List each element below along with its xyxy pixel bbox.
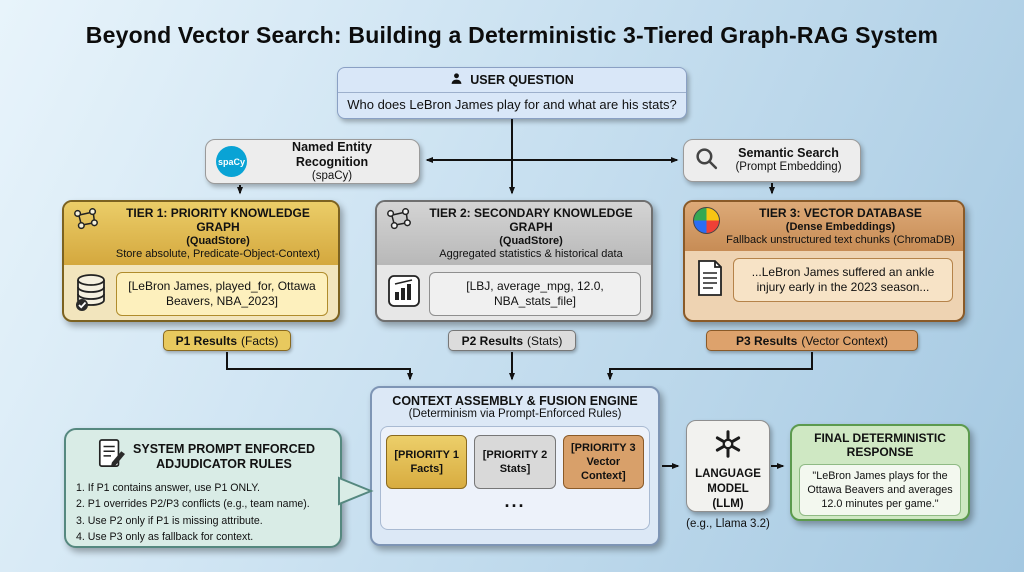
p3-results-badge: P3 Results (Vector Context)	[706, 330, 918, 351]
priority-chip-3: [PRIORITY 3 Vector Context]	[562, 435, 644, 489]
document-icon	[695, 259, 725, 302]
tier2-box: TIER 2: SECONDARY KNOWLEDGE GRAPH (QuadS…	[375, 200, 653, 322]
p1-results-badge: P1 Results (Facts)	[163, 330, 291, 351]
tier2-title: TIER 2: SECONDARY KNOWLEDGE GRAPH	[429, 206, 633, 234]
priority-chip-1-line2: Facts]	[410, 463, 443, 475]
adjudicator-rule-4: 4. Use P3 only as fallback for context.	[76, 531, 254, 544]
fusion-engine-box: CONTEXT ASSEMBLY & FUSION ENGINE (Determ…	[370, 386, 660, 546]
fusion-engine-subtitle: (Determinism via Prompt-Enforced Rules)	[408, 408, 622, 420]
llm-title-line1: LANGUAGE	[695, 468, 761, 480]
adjudicator-title-line1: SYSTEM PROMPT ENFORCED	[133, 441, 315, 456]
note-pencil-icon	[97, 438, 126, 475]
adjudicator-title-line2: ADJUDICATOR RULES	[156, 456, 292, 471]
tier1-box: TIER 1: PRIORITY KNOWLEDGE GRAPH (QuadSt…	[62, 200, 340, 322]
adjudicator-rules-box: SYSTEM PROMPT ENFORCED ADJUDICATOR RULES…	[64, 428, 342, 548]
final-response-title-line1: FINAL DETERMINISTIC	[814, 431, 946, 445]
tier3-title: TIER 3: VECTOR DATABASE	[759, 206, 922, 220]
p2-results-badge: P2 Results (Stats)	[448, 330, 576, 351]
priority-chip-2: [PRIORITY 2 Stats]	[474, 435, 556, 489]
tier2-fact: [LBJ, average_mpg, 12.0, NBA_stats_file]	[429, 271, 641, 316]
fusion-ellipsis: ...	[504, 491, 526, 511]
llm-title-line2: MODEL	[707, 482, 749, 495]
ner-box: spaCy Named Entity Recognition (spaCy)	[205, 139, 420, 184]
priority-chip-3-line1: [PRIORITY 3	[571, 441, 636, 454]
semantic-search-title: Semantic Search	[738, 146, 839, 161]
llm-title-line3: (LLM)	[712, 497, 744, 510]
llm-logo-icon	[712, 428, 744, 465]
p3-results-note: (Vector Context)	[801, 333, 889, 348]
p1-results-label: P1 Results	[175, 333, 237, 348]
p1-results-note: (Facts)	[241, 333, 279, 348]
user-icon	[450, 72, 463, 88]
fusion-panel: [PRIORITY 1 Facts] [PRIORITY 2 Stats] [P…	[380, 426, 650, 530]
knowledge-graph-icon	[385, 207, 413, 238]
llm-box: LANGUAGE MODEL (LLM)	[686, 420, 770, 512]
tier1-fact: [LeBron James, played_for, Ottawa Beaver…	[116, 272, 328, 317]
p3-results-label: P3 Results	[735, 333, 798, 348]
priority-chip-2-line1: [PRIORITY 2	[482, 448, 548, 461]
tier3-box: TIER 3: VECTOR DATABASE (Dense Embedding…	[683, 200, 965, 322]
tier3-description: Fallback unstructured text chunks (Chrom…	[726, 233, 955, 246]
adjudicator-rule-2: 2. P1 overrides P2/P3 conflicts (e.g., t…	[76, 498, 310, 511]
p2-results-note: (Stats)	[527, 333, 563, 348]
final-response-box: FINAL DETERMINISTIC RESPONSE "LeBron Jam…	[790, 424, 970, 521]
page-title: Beyond Vector Search: Building a Determi…	[85, 22, 939, 48]
llm-caption: (e.g., Llama 3.2)	[686, 518, 770, 530]
ner-subtitle: (spaCy)	[311, 169, 353, 182]
tier3-subtitle: (Dense Embeddings)	[785, 220, 896, 233]
priority-chip-2-line2: Stats]	[499, 463, 531, 475]
fusion-engine-title: CONTEXT ASSEMBLY & FUSION ENGINE	[392, 394, 638, 408]
database-check-icon	[74, 272, 108, 317]
adjudicator-rule-1: 1. If P1 contains answer, use P1 ONLY.	[76, 482, 260, 494]
knowledge-graph-icon	[72, 207, 100, 238]
speech-bubble-tail	[338, 476, 374, 506]
semantic-search-box: Semantic Search (Prompt Embedding)	[683, 139, 861, 182]
tier1-description: Store absolute, Predicate-Object-Context…	[115, 247, 321, 260]
semantic-search-subtitle: (Prompt Embedding)	[735, 161, 842, 174]
spacy-logo-icon: spaCy	[216, 146, 247, 177]
tier2-subtitle: (QuadStore)	[499, 234, 563, 247]
adjudicator-rule-3: 3. Use P2 only if P1 is missing attribut…	[76, 514, 263, 527]
user-question-box: USER QUESTION Who does LeBron James play…	[337, 67, 687, 119]
tier3-fact: ...LeBron James suffered an ankle injury…	[733, 258, 953, 303]
priority-chip-3-line2: Vector Context]	[581, 455, 626, 483]
priority-chip-1-line1: [PRIORITY 1	[394, 448, 459, 461]
ner-title: Named Entity Recognition	[292, 139, 372, 169]
user-question-header: USER QUESTION	[338, 68, 686, 93]
tier1-subtitle: (QuadStore)	[186, 234, 250, 247]
tier1-title: TIER 1: PRIORITY KNOWLEDGE GRAPH	[126, 206, 310, 234]
chromadb-logo-icon	[693, 207, 720, 234]
tier2-description: Aggregated statistics & historical data	[439, 247, 623, 260]
search-icon	[694, 146, 719, 176]
final-response-text: "LeBron James plays for the Ottawa Beave…	[799, 463, 961, 516]
user-question-text: Who does LeBron James play for and what …	[347, 97, 677, 112]
final-response-title-line2: RESPONSE	[846, 445, 914, 460]
bar-chart-icon	[387, 274, 421, 313]
p2-results-label: P2 Results	[461, 333, 523, 348]
priority-chip-1: [PRIORITY 1 Facts]	[386, 435, 468, 489]
user-question-title: USER QUESTION	[470, 73, 574, 87]
